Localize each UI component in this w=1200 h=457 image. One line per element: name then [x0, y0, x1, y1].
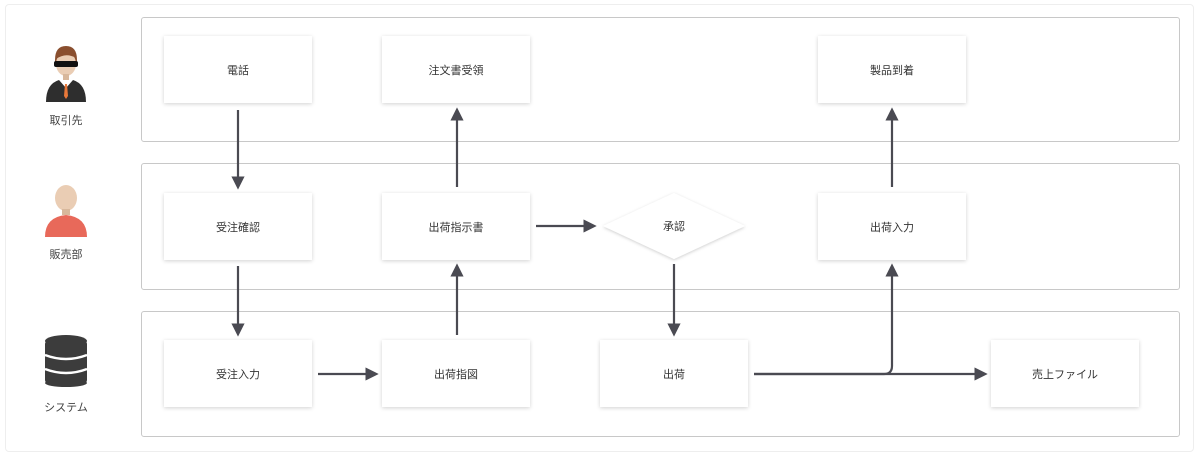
node-juchu-nyuryoku: 受注入力: [164, 340, 312, 407]
node-shukka-shijisho: 出荷指示書: [382, 193, 530, 260]
node-shonin: 承認: [600, 190, 748, 262]
node-shonin-label: 承認: [663, 220, 685, 233]
actor-sales-label: 販売部: [49, 248, 83, 261]
node-shukka: 出荷: [600, 340, 748, 407]
node-shukka-shizu: 出荷指図: [382, 340, 530, 407]
node-shukka-label: 出荷: [663, 367, 685, 381]
node-shukka-shijisho-label: 出荷指示書: [428, 220, 484, 234]
node-denwa-label: 電話: [227, 63, 249, 77]
node-shukka-nyuryoku-sales: 出荷入力: [818, 193, 966, 260]
database-icon: [44, 335, 88, 387]
node-juchu-nyuryoku-label: 受注入力: [216, 367, 260, 381]
node-shukka-shizu-label: 出荷指図: [434, 367, 478, 381]
node-chumonsho-juryo-label: 注文書受領: [428, 63, 484, 77]
node-juchu-kakunin: 受注確認: [164, 193, 312, 260]
node-uriage-file: 売上ファイル: [991, 340, 1139, 407]
sales-person-icon: [45, 185, 87, 237]
actor-system: システム: [16, 333, 116, 423]
actor-client: 取引先: [16, 40, 116, 130]
decision-diamond: [603, 193, 745, 259]
node-denwa: 電話: [164, 36, 312, 103]
node-shukka-nyuryoku-sales-label: 出荷入力: [870, 220, 914, 234]
node-seihin-tochaku-label: 製品到着: [870, 63, 914, 77]
node-juchu-kakunin-label: 受注確認: [216, 220, 260, 234]
arrow-shukka-to-shukka-nyuryoku: [754, 263, 899, 376]
node-seihin-tochaku: 製品到着: [818, 36, 966, 103]
actor-system-label: システム: [44, 401, 88, 414]
node-chumonsho-juryo: 注文書受領: [382, 36, 530, 103]
node-uriage-file-label: 売上ファイル: [1032, 367, 1098, 381]
actor-sales: 販売部: [16, 183, 116, 273]
lane-client: [141, 17, 1180, 142]
client-person-icon: [46, 46, 86, 102]
actor-client-label: 取引先: [49, 114, 83, 127]
